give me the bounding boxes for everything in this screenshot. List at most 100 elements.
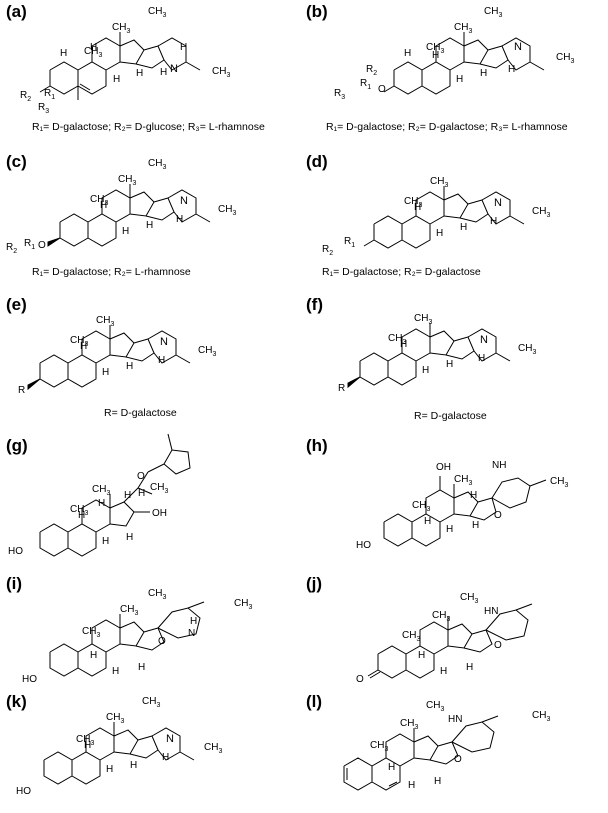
atom-me: CH3 — [118, 174, 136, 187]
atom-oh: OH — [436, 462, 451, 473]
atom-r2: R2 — [6, 242, 17, 255]
atom-h: H — [508, 64, 515, 75]
atom-me: CH3 — [432, 610, 450, 623]
atom-r: R — [18, 385, 25, 396]
atom-me: CH3 — [148, 6, 166, 19]
atom-ho: HO — [16, 786, 31, 797]
panel-k: (k) HO H H H H N CH3 CH3 CH3 CH3 — [0, 690, 304, 813]
structure-l: O HN H H H CH3 CH3 CH3 CH3 — [343, 700, 550, 791]
atom-me: CH3 — [96, 315, 114, 328]
panel-b: (b) H H H H H N CH3 CH3 CH3 CH3 R2 R1 O … — [304, 0, 608, 140]
atom-me: CH3 — [454, 474, 472, 487]
atom-o: O — [494, 510, 502, 521]
atom-me: CH3 — [454, 22, 472, 35]
atom-h: H — [408, 780, 415, 791]
atom-r1: R1 — [24, 238, 35, 251]
atom-me: CH3 — [234, 598, 252, 611]
atom-h: H — [470, 490, 477, 501]
panel-g: (g) O OH HO H H H H H H CH3 CH3 CH3 — [0, 432, 304, 572]
atom-me: CH3 — [82, 626, 100, 639]
panel-label: (a) — [6, 2, 27, 21]
atom-me: CH3 — [112, 22, 130, 35]
atom-h: H — [490, 216, 497, 227]
atom-h: H — [418, 650, 425, 661]
atom-me: CH3 — [404, 196, 422, 209]
atom-me: CH3 — [532, 206, 550, 219]
atom-h: H — [162, 752, 169, 763]
atom-ho: HO — [22, 674, 37, 685]
atom-me: CH3 — [70, 335, 88, 348]
atom-me: CH3 — [90, 194, 108, 207]
atom-n: N — [170, 63, 178, 75]
panel-a: (a) H H H H H H N CH3 CH3 CH3 CH3 R2 R1 … — [0, 0, 304, 140]
panel-c: (c) H H H H N CH3 CH3 CH3 CH3 R2 R1 O R₁… — [0, 150, 304, 285]
panel-label: (i) — [6, 574, 23, 593]
atom-me: CH3 — [92, 484, 110, 497]
atom-oh: OH — [152, 508, 167, 519]
atom-me: CH3 — [198, 345, 216, 358]
atom-me: CH3 — [556, 52, 574, 65]
atom-hn: HN — [484, 606, 498, 617]
structure-d: H H H H N CH3 CH3 CH3 R2 R1 — [322, 176, 550, 257]
atom-r1: R1 — [360, 78, 371, 91]
atom-h: H — [446, 524, 453, 535]
panel-label: (k) — [6, 692, 27, 711]
atom-h: H — [126, 532, 133, 543]
atom-h: H — [126, 361, 133, 372]
atom-h: H — [90, 42, 97, 53]
atom-h: H — [146, 220, 153, 231]
atom-h: H — [102, 536, 109, 547]
atom-n: N — [166, 733, 174, 745]
atom-h: H — [158, 355, 165, 366]
atom-h: H — [78, 510, 85, 521]
atom-me: CH3 — [204, 742, 222, 755]
panel-label: (c) — [6, 152, 27, 171]
atom-me: CH3 — [484, 6, 502, 19]
structure-h: OH NH O HO H H H H CH3 CH3 CH3 — [356, 460, 568, 551]
panel-caption: R₁= D-galactose; R₂= D-galactose; R₃= L-… — [326, 121, 568, 133]
panel-caption: R= D-galactose — [414, 410, 487, 422]
atom-h: H — [102, 367, 109, 378]
structure-c: H H H H N CH3 CH3 CH3 CH3 R2 R1 O — [6, 158, 236, 255]
atom-r1: R1 — [44, 88, 55, 101]
atom-me: CH3 — [106, 712, 124, 725]
atom-h: H — [138, 488, 145, 499]
atom-n: N — [188, 628, 195, 639]
structure-j: O O HN H H H CH3 CH3 CH3 — [356, 592, 533, 685]
panel-label: (j) — [306, 574, 323, 593]
atom-h: H — [440, 666, 447, 677]
atom-o: O — [454, 754, 462, 765]
structure-e: H H H H N CH3 CH3 CH3 R — [18, 315, 216, 396]
panel-caption: R₁= D-galactose; R₂= D-galactose — [322, 266, 481, 278]
panel-i: (i) HO O N H H H H CH3 CH3 CH3 CH3 — [0, 572, 304, 690]
panel-label: (d) — [306, 152, 328, 171]
atom-h: H — [436, 228, 443, 239]
panel-caption: R= D-galactose — [104, 407, 177, 419]
atom-h: H — [456, 74, 463, 85]
atom-r1: R1 — [344, 236, 355, 249]
structure-f: H H H H N CH3 CH3 CH3 R — [338, 313, 536, 394]
atom-r2: R2 — [322, 244, 333, 257]
structure-i: HO O N H H H H CH3 CH3 CH3 CH3 — [22, 588, 252, 685]
panel-f: (f) H H H H N CH3 CH3 CH3 R R= D-galacto… — [304, 295, 608, 430]
atom-h: H — [190, 616, 197, 627]
atom-me: CH3 — [218, 204, 236, 217]
atom-h: H — [100, 200, 107, 211]
atom-me: CH3 — [212, 66, 230, 79]
atom-r3: R3 — [38, 102, 49, 115]
atom-h: H — [404, 48, 411, 59]
panel-l: (l) O HN H H H CH3 CH3 CH3 CH3 — [304, 690, 608, 813]
atom-me: CH3 — [150, 482, 168, 495]
atom-h: H — [388, 762, 395, 773]
panel-caption: R₁= D-galactose; R₂= L-rhamnose — [32, 266, 191, 278]
atom-o: O — [356, 674, 364, 685]
atom-o: O — [137, 471, 145, 482]
structure-k: HO H H H H N CH3 CH3 CH3 CH3 — [16, 696, 222, 797]
panel-d: (d) H H H H N CH3 CH3 CH3 R2 R1 R₁= D-ga… — [304, 150, 608, 285]
atom-me: CH3 — [370, 740, 388, 753]
atom-me: CH3 — [142, 696, 160, 709]
atom-me: CH3 — [120, 604, 138, 617]
structure-g: O OH HO H H H H H H CH3 CH3 CH3 — [8, 433, 191, 557]
atom-h: H — [460, 222, 467, 233]
atom-h: H — [60, 48, 67, 59]
